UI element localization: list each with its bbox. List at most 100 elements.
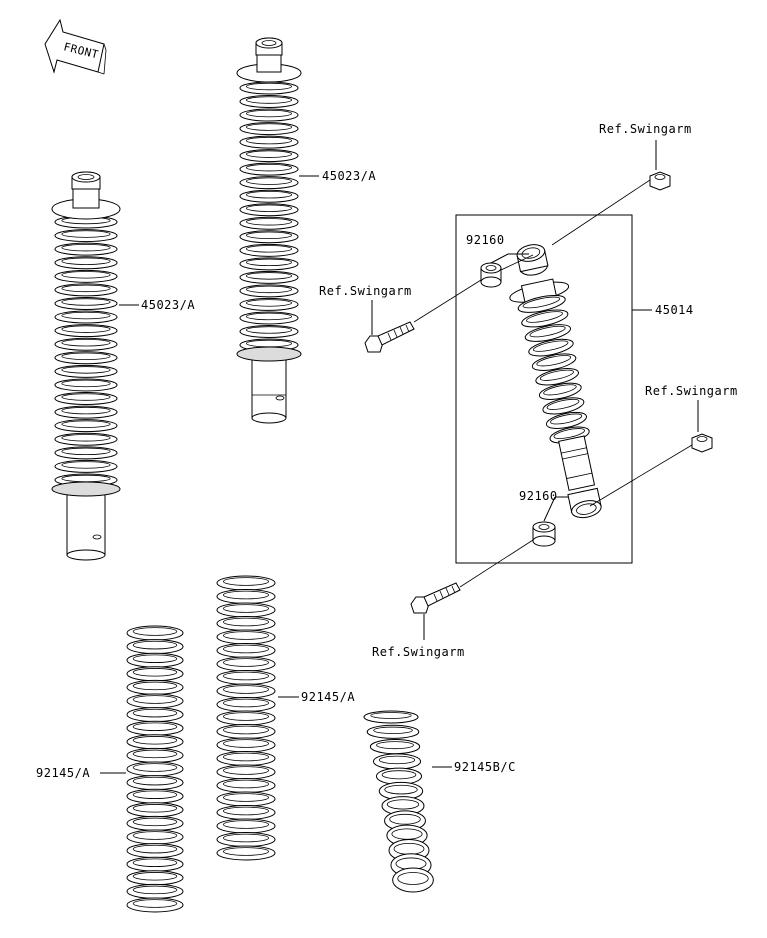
spring-coil-inner <box>132 763 178 772</box>
spring-coil-inner <box>378 755 416 765</box>
spring-coil-inner <box>222 671 270 681</box>
coil-turn-inner <box>245 231 293 239</box>
front-arrow-icon: FRONT <box>44 18 107 75</box>
label-ref-swingarm-top: Ref.Swingarm <box>599 122 692 136</box>
spring-coil-inner <box>222 685 270 694</box>
coil-turn-inner <box>529 325 566 338</box>
spring-coil-inner <box>222 577 270 586</box>
coil-turn <box>239 297 299 311</box>
spring-coil-inner <box>222 617 270 627</box>
coil-turn-inner <box>61 284 111 293</box>
spring-coil-inner <box>222 658 270 667</box>
coil-turn <box>54 229 118 243</box>
coil-turn <box>54 459 118 473</box>
spring-coil-inner <box>397 872 429 885</box>
coil-turn-inner <box>245 177 293 185</box>
coil-turn-inner <box>245 272 293 280</box>
coil-turn-inner <box>546 398 580 410</box>
spring-coil-inner <box>132 817 178 827</box>
spring-coil-inner <box>132 885 178 895</box>
coil-turn <box>54 256 118 270</box>
coil-turn-inner <box>245 204 293 212</box>
spring-coil-inner <box>132 749 178 759</box>
coil-turn <box>239 243 299 257</box>
spring-coil-inner <box>222 793 270 802</box>
coil-turn-inner <box>526 311 563 323</box>
coil-turn <box>54 405 118 419</box>
spring-coil-inner <box>376 741 414 750</box>
spring-coil-inner <box>222 779 270 789</box>
spring-coil <box>366 724 420 739</box>
bolt-upper-icon <box>364 321 415 353</box>
coil-turn <box>239 284 299 298</box>
coil-turn <box>535 368 580 386</box>
coil-turn-inner <box>61 257 111 265</box>
spring-92145BC <box>363 710 434 893</box>
spring-coil-inner <box>132 708 178 718</box>
coil-turn-inner <box>245 136 293 145</box>
spring-coil-inner <box>132 790 178 799</box>
coil-turn <box>54 392 118 406</box>
coil-turn-inner <box>61 393 111 401</box>
spring-coil-inner <box>222 590 270 600</box>
coil-turn <box>239 270 299 284</box>
coil-turn-inner <box>245 82 293 91</box>
spring-coil-inner <box>132 899 178 908</box>
coil-turn-inner <box>61 447 111 456</box>
spring-92145A-mid <box>216 575 276 861</box>
coil-turn-inner <box>61 379 111 388</box>
coil-turn-inner <box>245 312 293 321</box>
spring-coil-inner <box>132 681 178 691</box>
coil-turn-inner <box>543 384 577 396</box>
coil-turn-inner <box>61 366 111 374</box>
coil-turn-inner <box>536 355 572 367</box>
coil-turn-inner <box>61 339 111 347</box>
coil-turn <box>54 419 118 433</box>
spring-coil-inner <box>222 712 270 721</box>
spring-coil-inner <box>132 736 178 745</box>
spring-92145A-left <box>126 625 184 913</box>
label-45014: 45014 <box>655 303 694 317</box>
coil-turn-inner <box>245 326 293 334</box>
bolt-lower-icon <box>410 582 461 614</box>
spring-coil-inner <box>370 712 412 719</box>
coil-turn <box>54 351 118 365</box>
coil-turn-inner <box>245 150 293 158</box>
spring-coil <box>363 710 419 724</box>
coil-turn <box>239 311 299 325</box>
coil-turn-inner <box>245 299 293 307</box>
label-ref-swingarm-right: Ref.Swingarm <box>645 384 738 398</box>
spring-coil-inner <box>373 726 413 734</box>
coil-turn-inner <box>61 311 111 320</box>
spring-coil-inner <box>222 847 270 856</box>
coil-turn <box>54 432 118 446</box>
spring-coil-inner <box>381 770 417 780</box>
coil-turn-inner <box>61 406 111 415</box>
coil-turn-inner <box>245 245 293 253</box>
coil-turn-inner <box>245 285 293 294</box>
coil-turn-inner <box>245 218 293 226</box>
coil-turn <box>54 283 118 297</box>
spring-coil-inner <box>132 722 178 731</box>
coil-turn <box>239 95 299 109</box>
coil-turn-inner <box>550 413 583 425</box>
label-92160-top: 92160 <box>466 233 505 247</box>
spring-coil-inner <box>222 631 270 640</box>
coil-turn-inner <box>61 325 111 333</box>
label-45023A-lower: 45023/A <box>141 298 195 312</box>
coil-turn-inner <box>532 340 569 352</box>
coil-turn <box>54 324 118 338</box>
coil-turn-inner <box>245 123 293 131</box>
spring-coil-inner <box>132 872 178 881</box>
coil-turn <box>239 108 299 122</box>
rear-shock-45014 <box>509 244 602 519</box>
nut-top-icon <box>649 171 671 191</box>
coil-turn <box>239 149 299 163</box>
shock-absorber-lower <box>51 171 121 561</box>
spring-coil-inner <box>222 820 270 829</box>
coil-turn-inner <box>245 109 293 118</box>
spring-coil-inner <box>132 776 178 786</box>
label-92145A-mid: 92145/A <box>301 690 355 704</box>
spring-coil-inner <box>222 698 270 708</box>
